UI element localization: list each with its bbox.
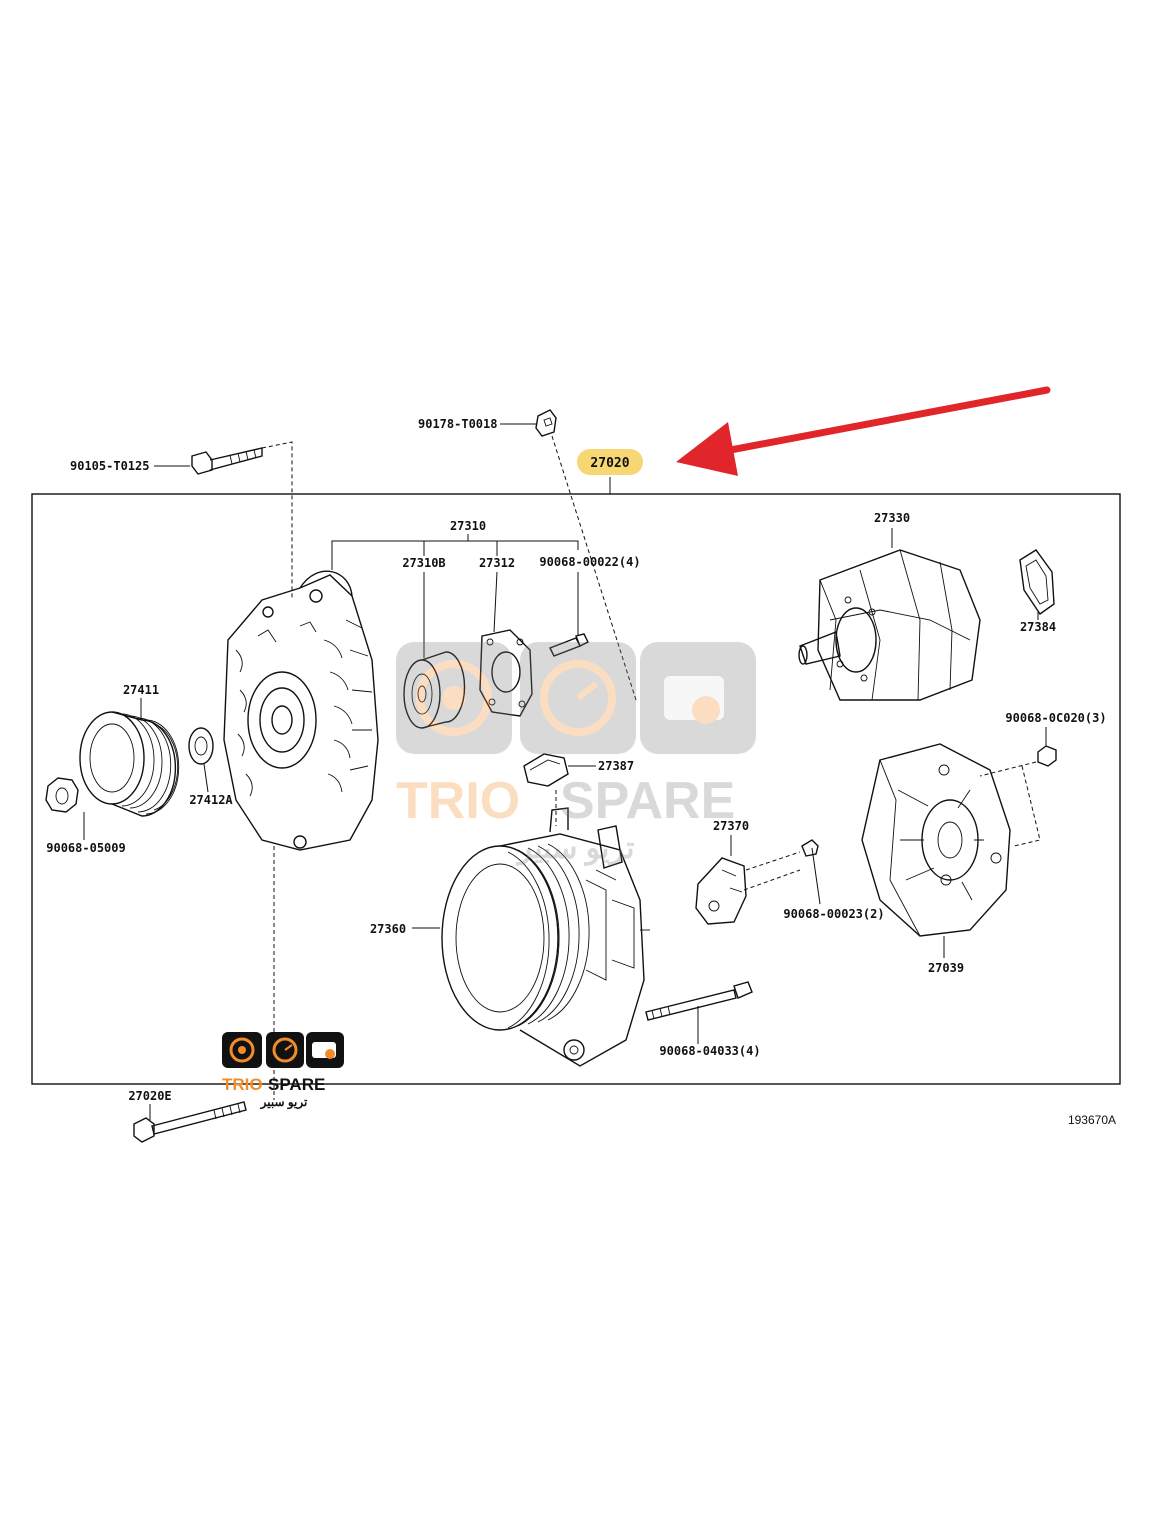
label-90068-05009: 90068-05009 xyxy=(46,841,125,855)
label-90105-t0125: 90105-T0125 xyxy=(70,459,149,473)
label-27310b: 27310B xyxy=(402,556,445,570)
main-assembly-callout[interactable]: 27020 xyxy=(577,449,643,494)
label-90178-t0018: 90178-T0018 xyxy=(418,417,497,431)
logo-brand-arabic: تريو سبير xyxy=(260,1095,308,1110)
logo-brand-right: SPARE xyxy=(268,1075,325,1094)
label-27360: 27360 xyxy=(370,922,406,936)
label-27310: 27310 xyxy=(450,519,486,533)
part-90068-04033[interactable]: 90068-04033(4) xyxy=(645,981,761,1058)
part-90068-00022[interactable]: 90068-00022(4) xyxy=(539,555,641,657)
part-27330[interactable]: 27330 xyxy=(798,511,981,701)
part-90068-0c020[interactable]: 90068-0C020(3) xyxy=(979,711,1107,847)
part-27310b[interactable]: 27310B xyxy=(402,541,466,729)
part-90068-05009[interactable]: 90068-05009 xyxy=(45,777,126,855)
label-27330: 27330 xyxy=(874,511,910,525)
part-27370[interactable]: 27370 xyxy=(695,819,801,925)
part-90178-t0018[interactable]: 90178-T0018 xyxy=(418,409,637,701)
label-27387: 27387 xyxy=(598,759,634,773)
part-27360[interactable]: 27360 xyxy=(370,807,650,1067)
highlight-pill xyxy=(577,449,643,475)
label-27384: 27384 xyxy=(1020,620,1056,634)
label-27412a: 27412A xyxy=(189,793,233,807)
label-90068-0c020: 90068-0C020(3) xyxy=(1005,711,1106,725)
part-27387[interactable]: 27387 xyxy=(523,753,634,826)
part-27312[interactable]: 27312 xyxy=(479,541,533,717)
part-27039[interactable]: 27039 xyxy=(861,743,1011,975)
label-90068-00022: 90068-00022(4) xyxy=(539,555,640,569)
trio-spare-logo: TRIO SPARE تريو سبير xyxy=(222,1032,344,1110)
group-27310[interactable]: 27310 xyxy=(331,519,579,570)
part-90105-t0125[interactable]: 90105-T0125 xyxy=(70,441,293,600)
label-27411: 27411 xyxy=(123,683,159,697)
label-90068-04033: 90068-04033(4) xyxy=(659,1044,760,1058)
red-pointer-arrow xyxy=(676,386,1051,476)
part-27384[interactable]: 27384 xyxy=(1019,549,1056,634)
assembly-frame xyxy=(31,493,1121,1085)
label-27312: 27312 xyxy=(479,556,515,570)
label-27039: 27039 xyxy=(928,961,964,975)
diagram-reference-code: 193670A xyxy=(1068,1113,1116,1127)
logo-brand-left: TRIO xyxy=(222,1075,263,1094)
center-watermark: TRIO SPARE تريو سبير xyxy=(396,642,756,866)
part-drive-end-frame xyxy=(223,570,379,1100)
part-27411[interactable]: 27411 xyxy=(79,683,180,817)
watermark-brand-left: TRIO xyxy=(396,772,520,830)
part-27020e[interactable]: 27020E xyxy=(128,1089,247,1143)
watermark-brand-arabic: تريو سبير xyxy=(516,832,635,866)
part-90068-00023[interactable]: 90068-00023(2) xyxy=(783,839,885,921)
watermark-brand-right: SPARE xyxy=(560,772,735,830)
label-90068-00023: 90068-00023(2) xyxy=(783,907,884,921)
label-27370: 27370 xyxy=(713,819,749,833)
part-27412a[interactable]: 27412A xyxy=(188,727,233,807)
label-27020: 27020 xyxy=(590,456,629,471)
label-27020e: 27020E xyxy=(128,1089,171,1103)
